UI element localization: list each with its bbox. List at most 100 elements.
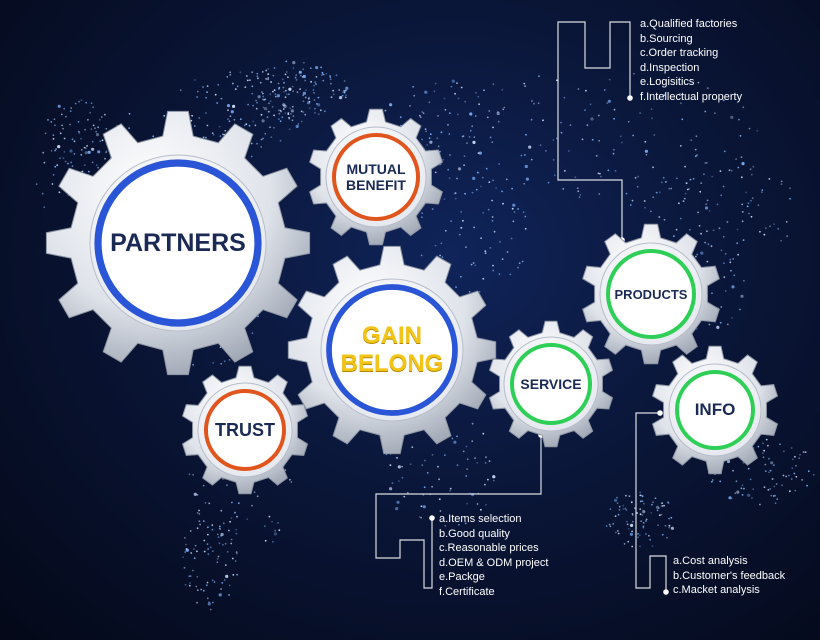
map-dot bbox=[482, 432, 485, 435]
map-dot bbox=[63, 151, 66, 153]
info-list-item: a.Cost analysis bbox=[673, 555, 748, 567]
map-dot bbox=[460, 211, 463, 213]
map-dot bbox=[704, 162, 707, 164]
map-dot bbox=[202, 136, 205, 139]
map-dot bbox=[291, 105, 294, 108]
map-dot bbox=[684, 192, 687, 195]
map-dot bbox=[274, 529, 276, 532]
map-dot bbox=[444, 108, 447, 111]
map-dot bbox=[84, 151, 88, 155]
map-dot bbox=[491, 219, 494, 222]
map-dot bbox=[649, 80, 652, 83]
map-dot bbox=[260, 113, 263, 116]
products-gear-ring bbox=[606, 249, 696, 339]
map-dot bbox=[723, 150, 726, 153]
map-dot bbox=[525, 133, 527, 136]
map-dot bbox=[254, 124, 257, 127]
map-dot bbox=[230, 542, 233, 545]
map-dot bbox=[250, 142, 253, 145]
map-dot bbox=[648, 534, 650, 537]
map-dot bbox=[70, 161, 72, 164]
map-dot bbox=[232, 574, 235, 576]
map-dot bbox=[451, 79, 455, 83]
map-dot bbox=[538, 75, 540, 77]
map-dot bbox=[468, 291, 471, 293]
map-dot bbox=[217, 84, 220, 86]
map-dot bbox=[304, 96, 307, 99]
map-dot bbox=[196, 601, 198, 604]
map-dot bbox=[289, 107, 292, 110]
map-dot bbox=[460, 227, 462, 229]
map-dot bbox=[585, 89, 587, 92]
map-dot bbox=[486, 116, 489, 119]
map-dot bbox=[765, 438, 768, 441]
map-dot bbox=[633, 507, 636, 510]
map-dot bbox=[295, 124, 299, 129]
map-dot bbox=[679, 217, 682, 220]
map-dot bbox=[598, 139, 601, 142]
map-dot bbox=[670, 526, 675, 530]
map-dot bbox=[613, 108, 616, 111]
map-dot bbox=[202, 86, 204, 88]
map-dot bbox=[235, 551, 238, 553]
map-dot bbox=[248, 124, 251, 127]
map-dot bbox=[485, 456, 487, 459]
map-dot bbox=[487, 478, 489, 481]
map-dot bbox=[456, 177, 458, 180]
map-dot bbox=[188, 575, 191, 578]
map-dot bbox=[465, 445, 468, 448]
map-dot bbox=[211, 132, 214, 135]
map-dot bbox=[625, 509, 628, 511]
map-dot bbox=[617, 513, 620, 516]
map-dot bbox=[233, 118, 236, 121]
map-dot bbox=[284, 73, 287, 76]
map-dot bbox=[650, 210, 652, 213]
map-dot bbox=[634, 177, 637, 179]
map-dot bbox=[128, 127, 131, 130]
map-dot bbox=[484, 250, 487, 253]
service-gear-shape bbox=[488, 320, 614, 448]
map-dot bbox=[251, 92, 254, 95]
map-dot bbox=[212, 601, 214, 604]
map-dot bbox=[694, 155, 697, 158]
map-dot bbox=[706, 199, 709, 202]
map-dot bbox=[624, 507, 627, 510]
map-dot bbox=[664, 524, 667, 527]
map-dot bbox=[780, 183, 783, 186]
map-dot bbox=[487, 208, 490, 211]
map-dot bbox=[192, 473, 195, 476]
map-dot bbox=[194, 79, 196, 81]
map-dot bbox=[736, 490, 740, 494]
map-dot bbox=[330, 96, 333, 99]
map-dot bbox=[668, 524, 671, 527]
map-dot bbox=[41, 192, 44, 195]
map-dot bbox=[786, 235, 788, 238]
map-dot bbox=[735, 158, 737, 161]
map-dot bbox=[431, 485, 433, 488]
map-dot bbox=[243, 124, 246, 127]
map-dot bbox=[63, 137, 66, 140]
map-dot bbox=[216, 533, 219, 536]
map-dot bbox=[614, 170, 617, 172]
map-dot bbox=[661, 533, 664, 536]
map-dot bbox=[752, 488, 755, 491]
map-dot bbox=[695, 255, 697, 258]
map-dot bbox=[530, 158, 533, 161]
map-dot bbox=[657, 97, 659, 100]
map-dot bbox=[69, 123, 71, 126]
map-dot bbox=[641, 514, 644, 516]
map-dot bbox=[697, 81, 700, 84]
map-dot bbox=[512, 203, 516, 207]
map-dot bbox=[458, 523, 460, 526]
map-dot bbox=[789, 490, 791, 493]
map-dot bbox=[464, 522, 467, 525]
map-dot bbox=[645, 153, 648, 156]
partners-gear: PARTNERS bbox=[42, 107, 314, 379]
map-dot bbox=[492, 83, 495, 86]
map-dot bbox=[767, 444, 769, 447]
map-dot bbox=[495, 187, 497, 189]
map-dot bbox=[62, 127, 64, 130]
map-dot bbox=[723, 262, 725, 264]
map-dot bbox=[329, 78, 332, 81]
map-dot bbox=[444, 525, 447, 527]
